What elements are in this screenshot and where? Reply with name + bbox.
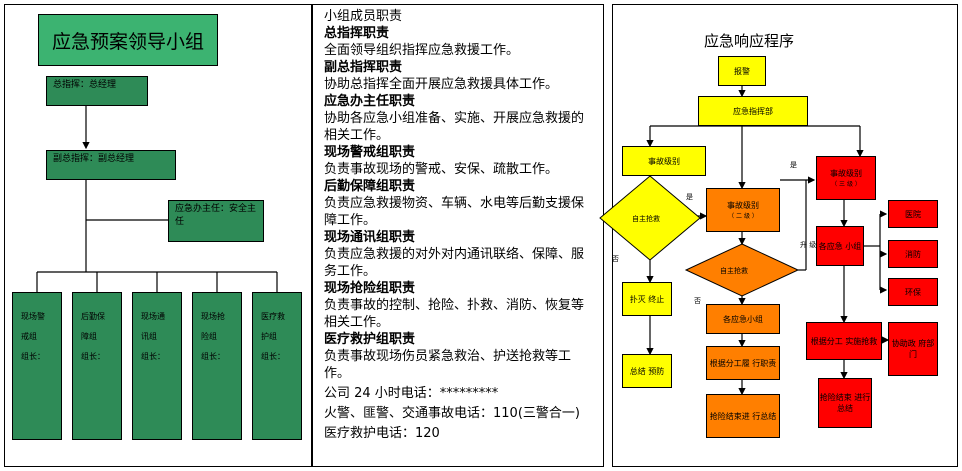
team-label: 险组 [201, 332, 217, 341]
duty-text: 负责事故现场伤员紧急救治、护送抢救等工作。 [324, 349, 572, 381]
duty-title: 现场警戒组职责 [324, 145, 416, 160]
duty-title: 应急办主任职责 [324, 94, 416, 109]
duty-title: 副总指挥职责 [324, 60, 403, 75]
commander-box: 总指挥：总经理 [46, 76, 148, 106]
duty-text: 负责应急救援物资、车辆、水电等后勤支援保障工作。 [324, 196, 585, 228]
no-label: 否 [612, 255, 619, 263]
flow-title: 应急响应程序 [704, 32, 795, 50]
summary2-box: 抢险结束 进行总结 [818, 378, 872, 428]
level2-label: 事故级别 [727, 201, 759, 210]
phone-medical: 医疗救护电话：120 [324, 426, 440, 441]
summary-box: 抢险结束进 行总结 [706, 394, 780, 438]
decision-label-1: 自主抢救 [632, 215, 660, 223]
team-box-rescue: 现场抢 险组 组长： [192, 292, 242, 440]
no-label-2: 否 [694, 297, 701, 305]
duty-title: 医疗救护组职责 [324, 332, 416, 347]
office-box: 应急办主任：安全主任 [168, 200, 264, 242]
medical-box: 医院 [888, 200, 938, 228]
fire-box: 消防 [888, 240, 938, 268]
tasks-box: 根据分工履 行职责 [706, 346, 780, 380]
flow-panel [612, 4, 958, 467]
duties-heading: 小组成员职责 [324, 9, 403, 24]
raise-stop-box: 扑灭 终止 [622, 282, 672, 316]
duty-title: 现场抢险组职责 [324, 281, 416, 296]
duty-text: 负责应急救援的对外对内通讯联络、保障、服务工作。 [324, 247, 585, 279]
team-label: 组长： [261, 352, 285, 361]
team-label: 障组 [81, 332, 97, 341]
team-box-guard: 现场警 戒组 组长： [12, 292, 62, 440]
duty-text: 负责事故的控制、抢险、扑救、消防、恢复等相关工作。 [324, 298, 585, 330]
team-label: 组长： [21, 352, 45, 361]
command-box: 应急指挥部 [698, 96, 808, 126]
team-box-logistics: 后勤保 障组 组长： [72, 292, 122, 440]
record-box: 总结 预防 [622, 354, 672, 388]
team-box-medical: 医疗救 护组 组长： [252, 292, 302, 440]
duties-text: 小组成员职责 总指挥职责 全面领导组织指挥应急救援工作。 副总指挥职责 协助总指… [316, 4, 604, 446]
team-label: 后勤保 [81, 312, 105, 321]
duty-title: 总指挥职责 [324, 26, 390, 41]
team-box-comms: 现场通 讯组 组长： [132, 292, 182, 440]
level3-sub: （ 三 级 ） [831, 181, 861, 188]
team-label: 讯组 [141, 332, 157, 341]
team-label: 组长： [141, 352, 165, 361]
deputy-box: 副总指挥：副总经理 [46, 150, 176, 180]
duties-panel [312, 4, 604, 467]
level1-box: 事故级别 [622, 146, 706, 176]
team-label: 现场通 [141, 312, 165, 321]
team-label: 组长： [81, 352, 105, 361]
teams-box: 各应急小组 [706, 304, 780, 334]
duty-title: 后勤保障组职责 [324, 179, 416, 194]
team-label: 组长： [201, 352, 225, 361]
org-chart-title: 应急预案领导小组 [38, 14, 218, 66]
report-box: 报警 [718, 56, 766, 86]
teams2-box: 各应急 小组 [816, 226, 864, 266]
env-box: 环保 [888, 278, 938, 306]
duty-text: 协助总指挥全面开展应急救援具体工作。 [324, 77, 559, 92]
team-label: 现场抢 [201, 312, 225, 321]
team-label: 戒组 [21, 332, 37, 341]
assist-box: 协助政 府部门 [888, 322, 938, 376]
level2-box: 事故级别 （ 二 级 ） [706, 188, 780, 232]
upgrade-label: 升 级 [800, 241, 817, 249]
team-label: 医疗救 [261, 312, 285, 321]
yes-label-2: 是 [790, 161, 797, 169]
decision-label-2: 自主抢救 [720, 267, 748, 275]
duty-text: 协助各应急小组准备、实施、开展应急救援的相关工作。 [324, 111, 585, 143]
duty-title: 现场通讯组职责 [324, 230, 416, 245]
duty-text: 负责事故现场的警戒、安保、疏散工作。 [324, 162, 559, 177]
level3-box: 事故级别 （ 三 级 ） [816, 156, 876, 200]
duty-text: 全面领导组织指挥应急救援工作。 [324, 43, 520, 58]
yes-label: 是 [686, 193, 693, 201]
phone-police: 火警、匪警、交通事故电话：110(三警合一) [324, 406, 580, 421]
level3-label: 事故级别 [830, 169, 862, 178]
phone-company: 公司 24 小时电话：********* [324, 386, 499, 401]
team-label: 护组 [261, 332, 277, 341]
divide-box: 根据分工 实施抢救 [806, 322, 882, 360]
team-label: 现场警 [21, 312, 45, 321]
level2-sub: （ 二 级 ） [728, 213, 758, 220]
